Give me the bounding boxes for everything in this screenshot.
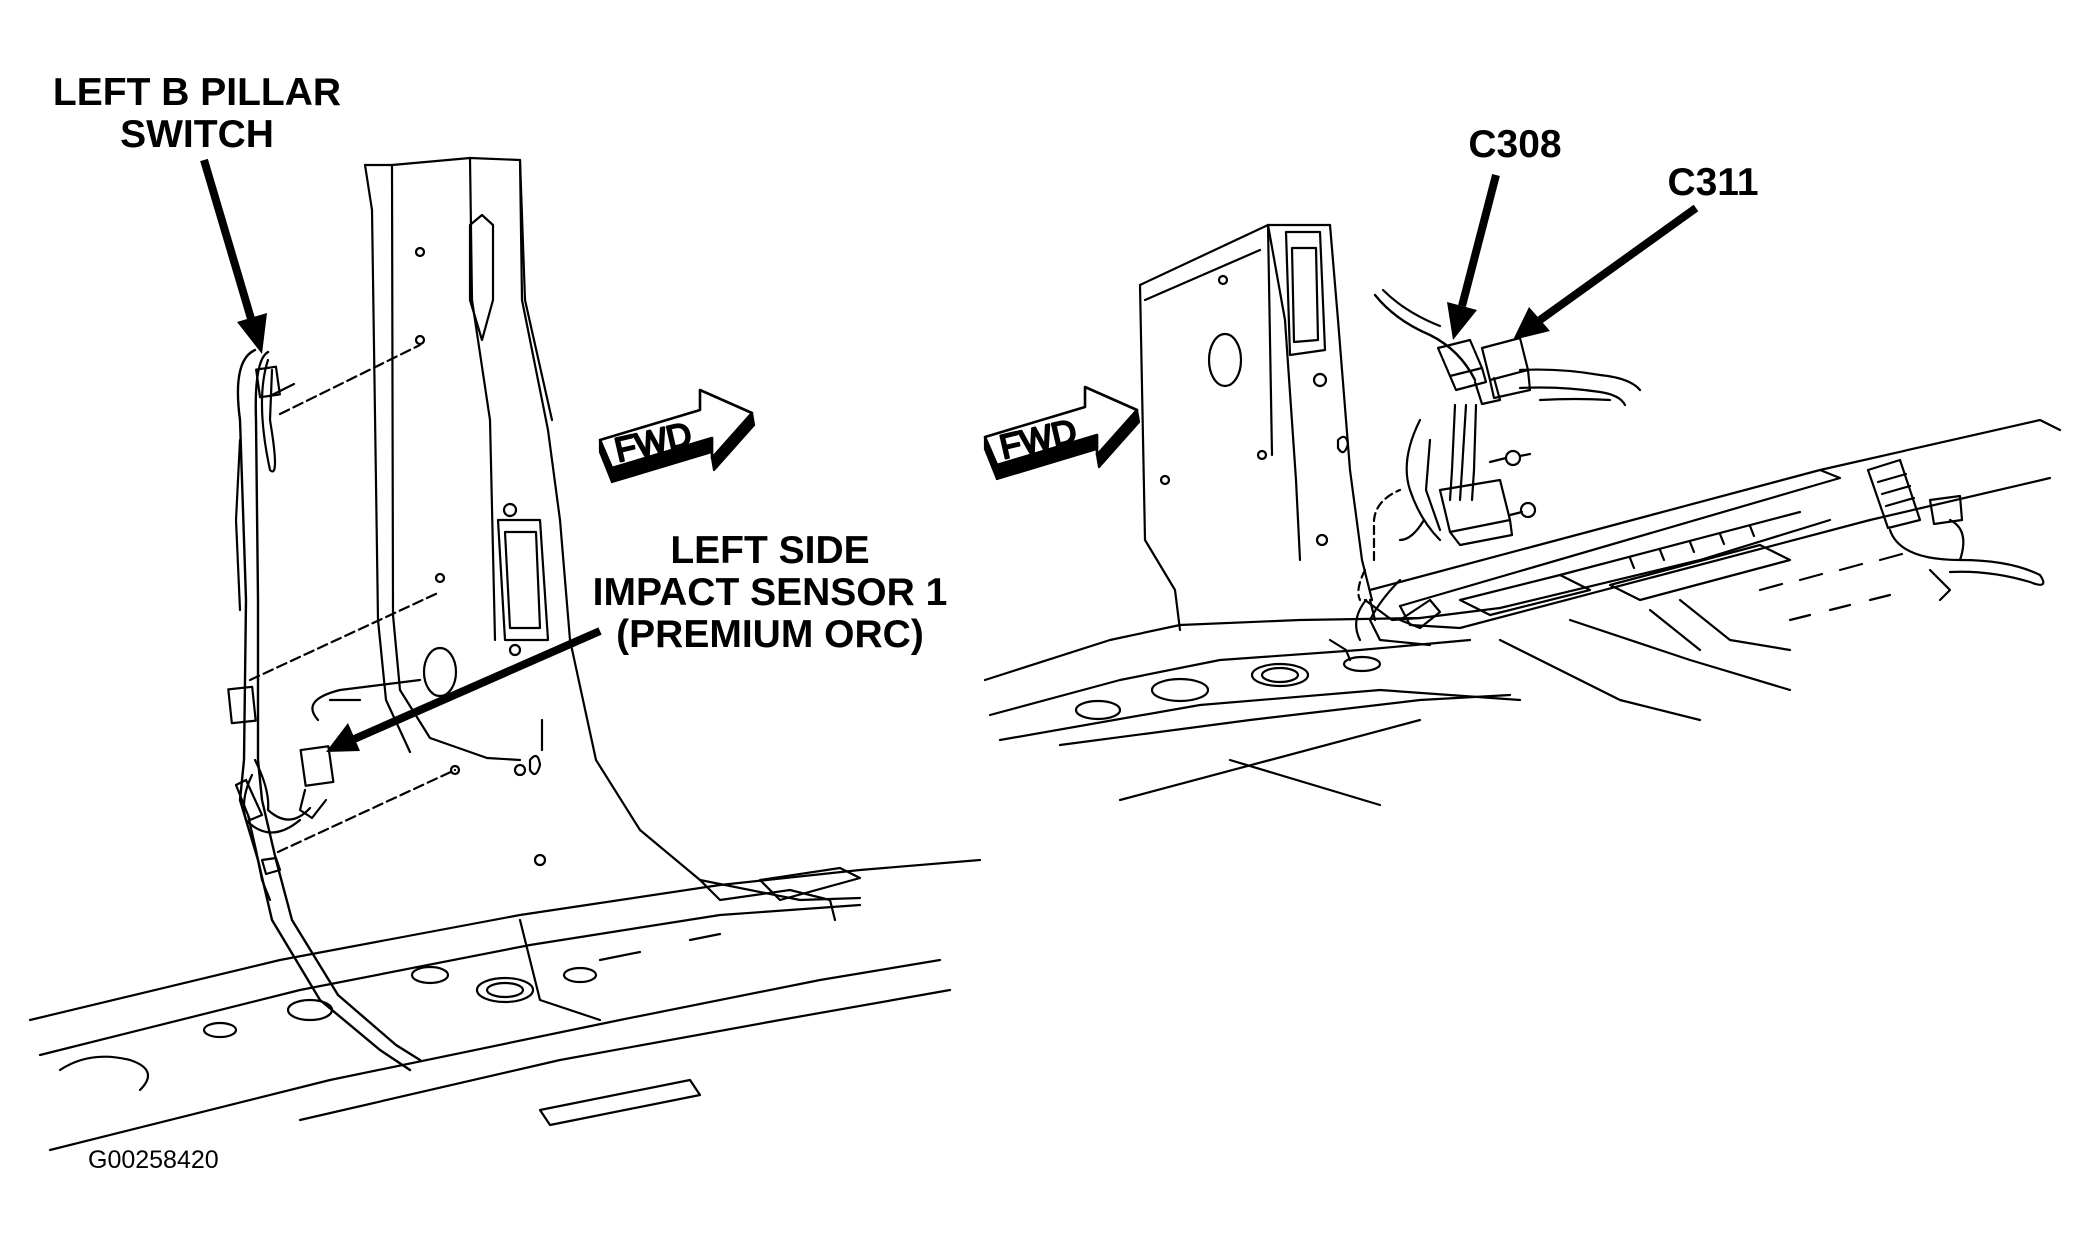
connector-cluster <box>1357 288 1642 602</box>
fwd-arrow-right: FWD <box>983 385 1141 481</box>
label-line: C311 <box>1667 161 1759 204</box>
left-harness <box>227 343 457 1072</box>
leader-arrows <box>200 158 1699 744</box>
label-line: IMPACT SENSOR 1 <box>592 571 948 614</box>
label-left-side-impact-sensor: LEFT SIDE IMPACT SENSOR 1 (PREMIUM ORC) <box>566 530 974 656</box>
label-left-b-pillar-switch: LEFT B PILLAR SWITCH <box>44 72 350 156</box>
label-c311: C311 <box>1648 162 1778 204</box>
leader-arrowheads <box>237 302 1550 752</box>
label-line: (PREMIUM ORC) <box>616 613 924 656</box>
label-c308: C308 <box>1450 124 1580 166</box>
label-line: LEFT B PILLAR <box>52 71 342 114</box>
label-line: C308 <box>1468 123 1562 166</box>
left-b-pillar <box>28 156 982 1152</box>
figure-id: G00258420 <box>88 1146 219 1174</box>
right-pillar-assembly <box>983 223 2062 807</box>
label-line: LEFT SIDE <box>670 529 870 572</box>
label-line: SWITCH <box>120 113 274 156</box>
fwd-arrow-left: FWD <box>598 388 756 484</box>
